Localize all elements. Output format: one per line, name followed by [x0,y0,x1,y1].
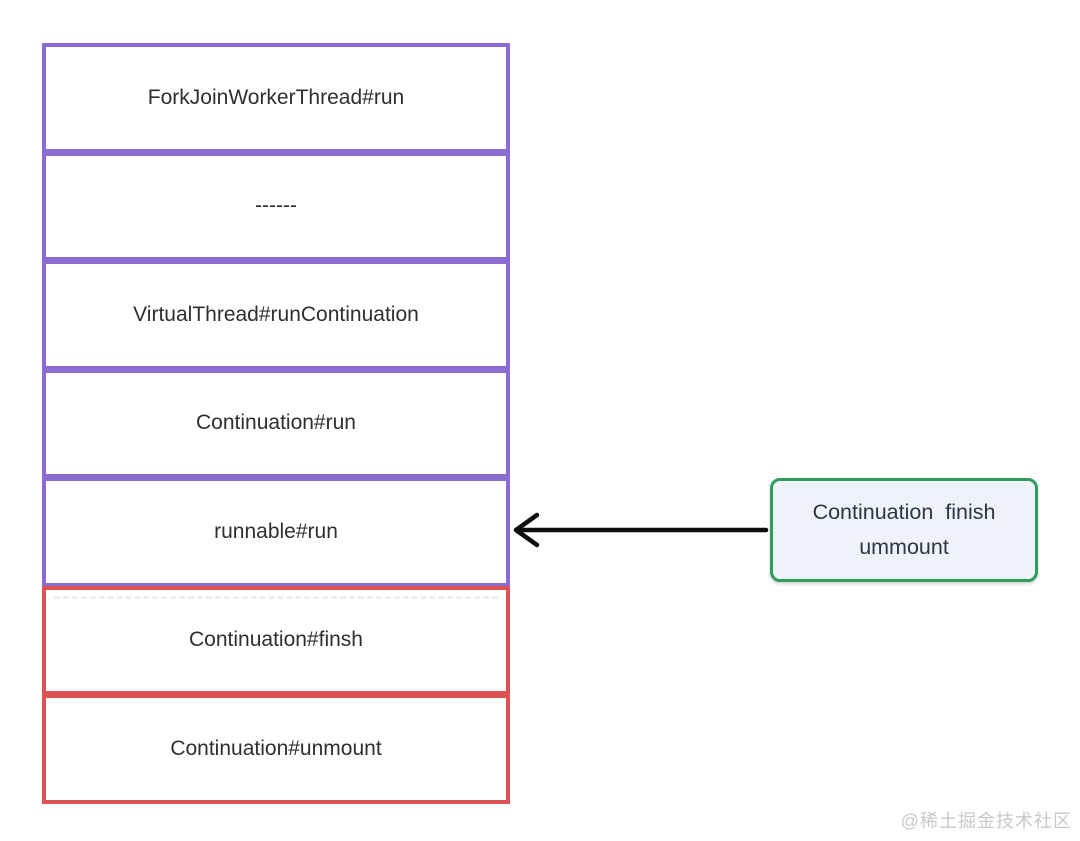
stack-box-1: ForkJoinWorkerThread#run [42,43,510,153]
annotation-line-1: Continuation finish [812,500,996,524]
arrow-left-icon [513,512,769,548]
stack-box-6: Continuation#finsh [42,585,510,695]
stack-box-label: Continuation#unmount [170,736,382,760]
call-stack: ForkJoinWorkerThread#run ------ VirtualThr… [42,43,510,804]
stack-box-label: Continuation#finsh [189,628,363,652]
stack-box-label: Continuation#run [196,411,356,435]
stack-box-5: runnable#run [42,477,510,587]
faint-dashed-line [54,595,498,599]
stack-box-label: runnable#run [214,519,338,543]
watermark: @稀土掘金技术社区 [900,811,1072,831]
stack-box-3: VirtualThread#runContinuation [42,260,510,370]
stack-box-4: Continuation#run [42,368,510,478]
stack-box-label: ------ [255,194,297,218]
stack-box-label: ForkJoinWorkerThread#run [147,85,405,109]
annotation-box: Continuation finish ummount [770,478,1038,582]
stack-box-label: VirtualThread#runContinuation [133,302,419,326]
stack-box-7: Continuation#unmount [42,694,510,804]
stack-box-2: ------ [42,151,510,261]
annotation-line-2: ummount [859,535,949,559]
